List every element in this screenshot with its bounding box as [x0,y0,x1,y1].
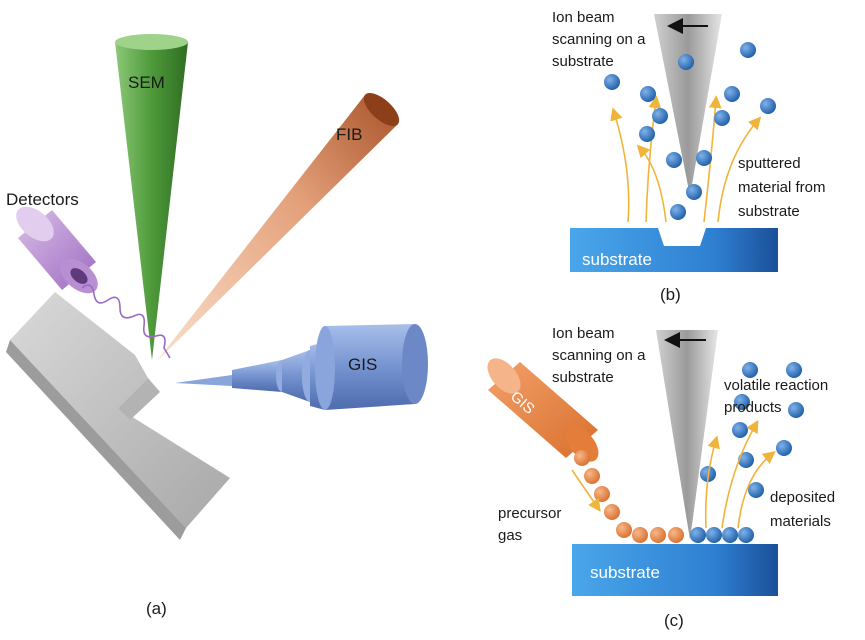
beam-text-b: Ion beam scanning on a substrate [552,9,646,70]
signal-wave [81,284,171,359]
panel-c: substrate GIS [487,325,835,630]
volatile-particles [700,362,804,498]
precursor-molecules [574,450,684,543]
svg-text:materials: materials [770,513,831,530]
svg-text:volatile reaction: volatile reaction [724,377,828,394]
sputtered-particles [604,42,776,220]
gis-label: GIS [348,355,377,374]
volatile-text: volatile reaction products [724,377,828,416]
svg-text:scanning on a: scanning on a [552,31,646,48]
deposited-particles [690,527,754,543]
substrate-label-b: substrate [582,250,652,269]
detector: Detectors [6,190,98,294]
caption-c: (c) [664,611,684,630]
svg-text:substrate: substrate [552,53,614,70]
sem-label: SEM [128,73,165,92]
svg-text:gas: gas [498,527,522,544]
svg-text:precursor: precursor [498,505,561,522]
svg-text:sputtered: sputtered [738,155,801,172]
detectors-label: Detectors [6,190,79,209]
substrate-label-c: substrate [590,563,660,582]
svg-text:material from: material from [738,179,826,196]
panel-a: SEM FIB Detectors [6,34,428,618]
caption-b: (b) [660,285,681,304]
fib-label: FIB [336,125,362,144]
beam-text-c: Ion beam scanning on a substrate [552,325,646,386]
gis-nozzle: GIS [175,324,428,410]
volatile-arrows [704,419,776,529]
precursor-text: precursor gas [498,505,561,544]
deposited-text: deposited materials [770,489,835,530]
svg-text:substrate: substrate [552,369,614,386]
ion-beam-b [654,14,722,196]
sem-column: SEM [115,34,188,360]
ion-beam-c [656,330,718,540]
caption-a: (a) [146,599,167,618]
svg-text:scanning on a: scanning on a [552,347,646,364]
substrate-b: substrate [570,228,778,272]
panel-b: substrate [552,9,826,304]
svg-text:products: products [724,399,782,416]
precursor-arrow [571,469,601,512]
sample-holder [6,292,230,540]
sputter-text: sputtered material from substrate [738,155,826,220]
svg-text:Ion beam: Ion beam [552,9,615,26]
fib-column: FIB [156,93,400,362]
svg-text:Ion beam: Ion beam [552,325,615,342]
substrate-c: substrate [572,544,778,596]
svg-text:deposited: deposited [770,489,835,506]
svg-text:substrate: substrate [738,203,800,220]
